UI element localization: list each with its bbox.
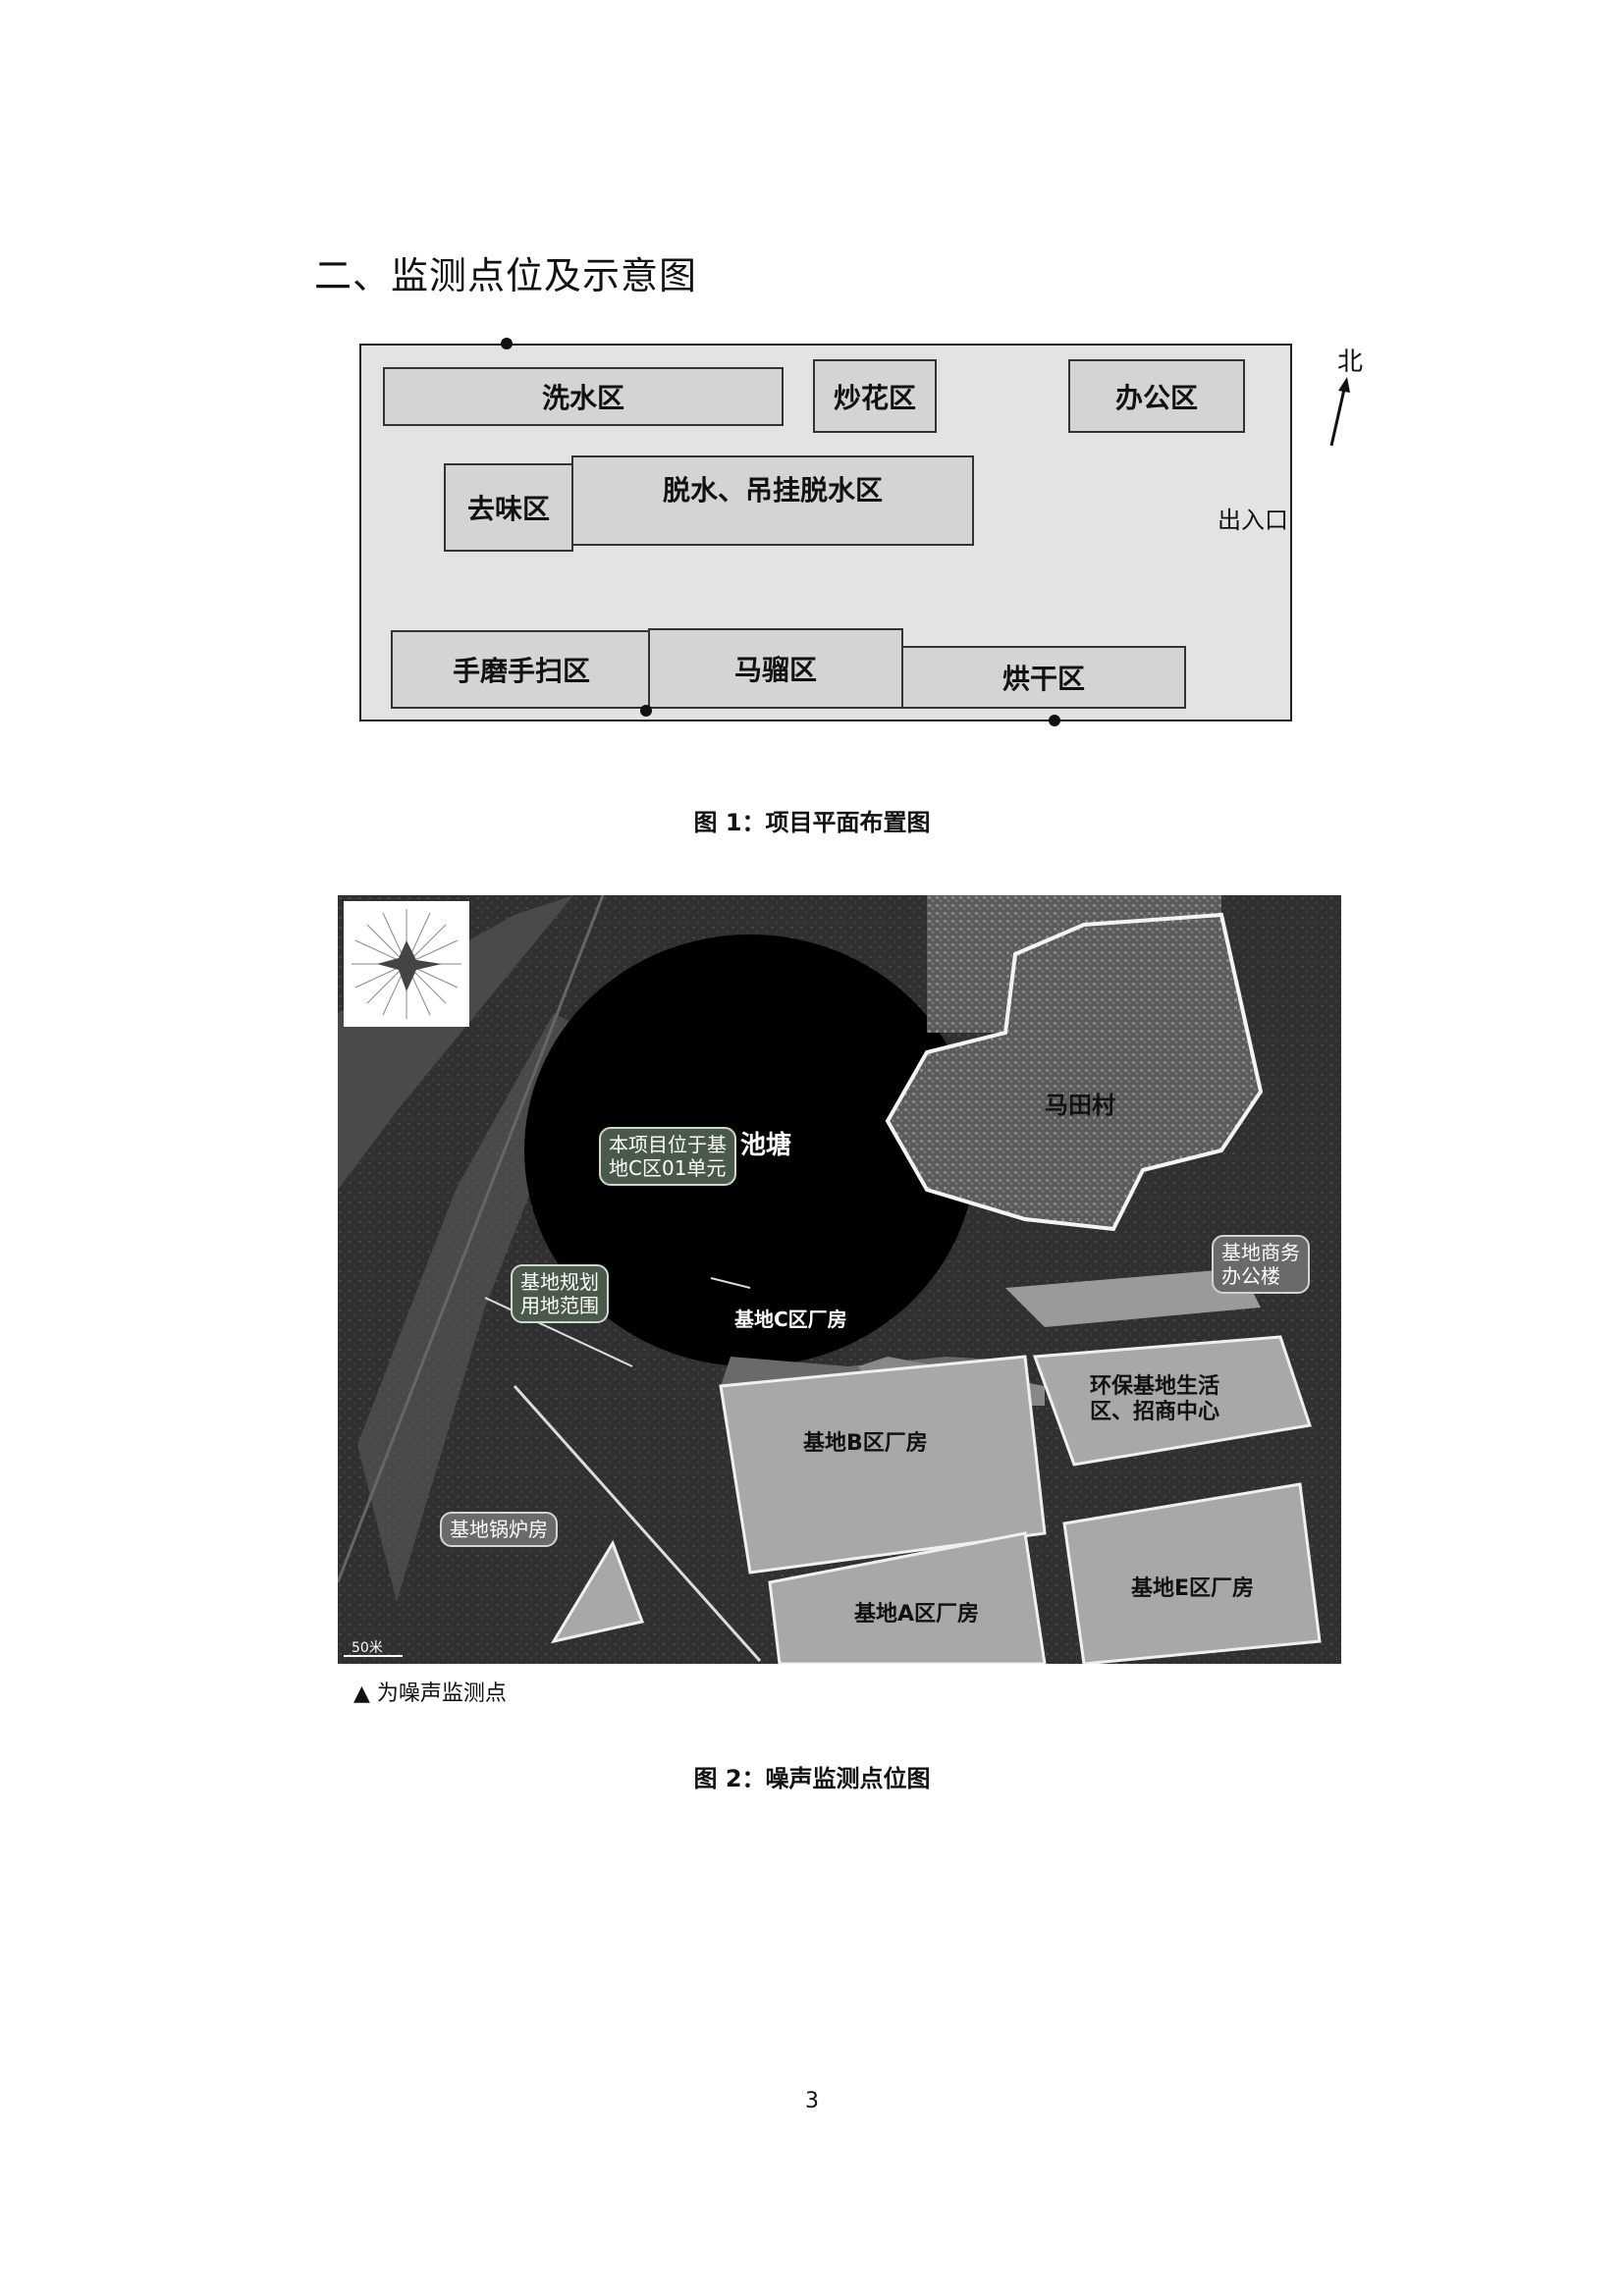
floor-plan: 洗水区 炒花区 办公区 去味区 脱水、吊挂脱水区 手磨手扫区 马骝区 烘干区 出… [359, 338, 1292, 726]
entrance-label: 出入口 [1218, 507, 1288, 534]
project-location-callout: 本项目位于基 地C区01单元 [599, 1127, 736, 1186]
zone-fried-flower: 炒花区 [813, 359, 937, 433]
north-label: 北 [1337, 347, 1364, 377]
wind-rose-icon [344, 901, 469, 1027]
figure-1-caption: 图 1：项目平面布置图 [693, 809, 931, 836]
arrow-icon [1329, 377, 1350, 447]
zone-washing: 洗水区 [383, 367, 784, 426]
figure-2-caption: 图 2：噪声监测点位图 [693, 1765, 931, 1792]
north-arrow: 北 [1324, 342, 1363, 450]
zone-office: 办公区 [1068, 359, 1245, 433]
monitoring-point [1049, 715, 1060, 726]
base-b-label: 基地B区厂房 [803, 1431, 928, 1456]
base-c-label: 基地C区厂房 [734, 1308, 847, 1331]
village-label: 马田村 [1045, 1092, 1115, 1119]
zone-dehydrate: 脱水、吊挂脱水区 [571, 455, 974, 546]
zone-hand-grind: 手磨手扫区 [391, 630, 652, 709]
business-office-callout: 基地商务 办公楼 [1212, 1235, 1310, 1294]
map-legend: ▲ 为噪声监测点 [353, 1682, 507, 1706]
base-planning-callout: 基地规划 用地范围 [511, 1264, 609, 1323]
zone-drying: 烘干区 [901, 646, 1186, 709]
monitoring-point [640, 705, 652, 717]
zone-deodorize: 去味区 [444, 463, 573, 552]
scale-label: 50米 [352, 1640, 383, 1656]
pond-label: 池塘 [740, 1131, 792, 1160]
scale-bar: 50米 [342, 1639, 410, 1659]
base-a-label: 基地A区厂房 [854, 1602, 980, 1627]
base-e-label: 基地E区厂房 [1131, 1576, 1255, 1601]
page-number: 3 [805, 2089, 819, 2113]
zone-monkey: 马骝区 [648, 628, 903, 709]
map-background [338, 895, 1341, 1664]
aerial-map: 池塘 马田村 本项目位于基 地C区01单元 基地规划 用地范围 基地C区厂房 基… [338, 895, 1341, 1664]
living-area-label: 环保基地生活 区、招商中心 [1090, 1374, 1220, 1425]
boiler-callout: 基地锅炉房 [440, 1512, 558, 1547]
monitoring-point [501, 338, 513, 349]
section-title: 二、监测点位及示意图 [314, 254, 698, 297]
